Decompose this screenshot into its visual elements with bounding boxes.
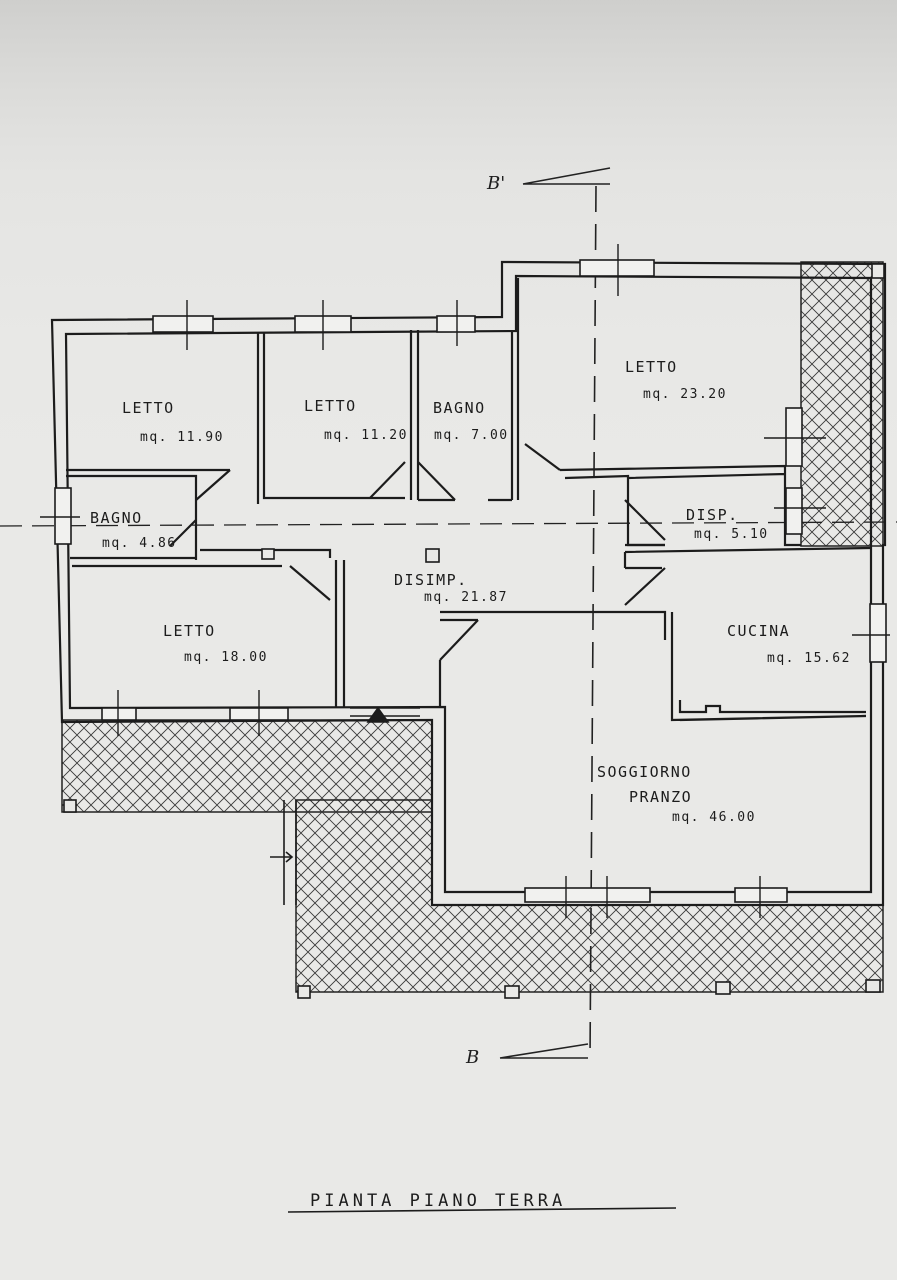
section-marker-top: B' bbox=[486, 173, 505, 194]
room-cucina-name: CUCINA bbox=[727, 622, 790, 640]
room-disp-name: DISP. bbox=[686, 506, 739, 524]
room-letto-1-name: LETTO bbox=[122, 399, 175, 417]
room-disp-area: mq. 5.10 bbox=[694, 527, 769, 542]
room-letto-3-name: LETTO bbox=[625, 358, 678, 376]
room-disimp-name: DISIMP. bbox=[394, 571, 468, 589]
drawing-title-underline bbox=[287, 1207, 677, 1213]
room-bagno-1-name: BAGNO bbox=[433, 399, 486, 417]
window-axis-ticks bbox=[40, 244, 890, 918]
room-letto-2-area: mq. 11.20 bbox=[324, 428, 408, 443]
room-soggiorno-area: mq. 46.00 bbox=[672, 810, 756, 825]
pillars bbox=[63, 263, 885, 999]
room-soggiorno-name2: PRANZO bbox=[629, 788, 692, 806]
photocopy-shading bbox=[0, 0, 897, 520]
room-letto-2-name: LETTO bbox=[304, 397, 357, 415]
section-marker-bottom: B bbox=[465, 1047, 479, 1068]
room-letto-3-area: mq. 23.20 bbox=[643, 387, 727, 402]
windows bbox=[54, 259, 887, 903]
room-disimp-area: mq. 21.87 bbox=[424, 590, 508, 605]
room-bagno-1-area: mq. 7.00 bbox=[434, 428, 509, 443]
drawing-title: PIANTA PIANO TERRA bbox=[310, 1191, 566, 1211]
walls bbox=[50, 260, 887, 907]
room-bagno-2-area: mq. 4.86 bbox=[102, 536, 177, 551]
room-letto-1-area: mq. 11.90 bbox=[140, 430, 224, 445]
room-bagno-2-name: BAGNO bbox=[90, 509, 143, 527]
room-cucina-area: mq. 15.62 bbox=[767, 651, 851, 666]
room-letto-4-area: mq. 18.00 bbox=[184, 650, 268, 665]
entrance-marks bbox=[270, 706, 420, 905]
room-soggiorno-name: SOGGIORNO bbox=[597, 763, 692, 781]
terrace-east bbox=[800, 261, 884, 547]
section-line bbox=[0, 167, 897, 1059]
room-letto-4-name: LETTO bbox=[163, 622, 216, 640]
